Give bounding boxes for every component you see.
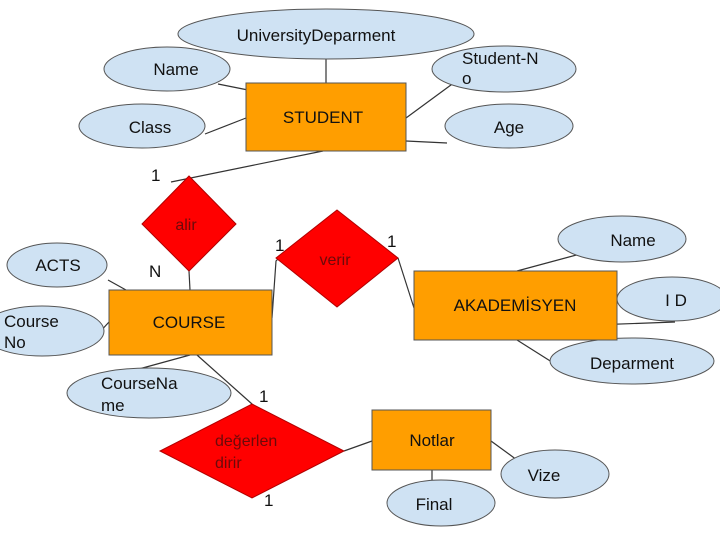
cardinality-alir-student: 1 <box>151 166 160 185</box>
edge-course-verir <box>271 258 279 319</box>
edge-akademisyen-name <box>516 253 581 272</box>
relationship-degerlendirir[interactable]: değerlen dirir <box>158 403 346 499</box>
attribute-label: Name <box>610 231 655 250</box>
attribute-university-department[interactable]: UniversityDeparment <box>177 8 475 60</box>
attribute-student-age[interactable]: Age <box>444 103 574 149</box>
attribute-label: Class <box>129 118 172 137</box>
attribute-label: Name <box>153 60 198 79</box>
cardinalities: 1 N 1 1 1 1 <box>149 166 396 510</box>
relationship-label: değerlen <box>215 433 277 450</box>
relationship-alir[interactable]: alir <box>141 175 237 272</box>
entity-shape <box>108 289 273 356</box>
attribute-course-name[interactable]: CourseNa me <box>66 367 232 419</box>
attribute-shape <box>0 305 105 357</box>
relationship-shape <box>275 209 399 308</box>
entity-course[interactable]: COURSE <box>108 289 273 356</box>
attribute-shape <box>386 479 496 527</box>
relationship-label-line-2: dirir <box>215 455 242 472</box>
attribute-student-no[interactable]: Student-N o <box>431 45 577 93</box>
edge-student-age <box>405 140 448 144</box>
entity-label: AKADEMİSYEN <box>454 296 577 315</box>
attribute-akademisyen-department[interactable]: Deparment <box>549 337 715 385</box>
attribute-label-line-2: o <box>462 69 471 88</box>
attribute-label: Age <box>494 118 524 137</box>
relationship-shape <box>141 175 237 272</box>
attribute-shape <box>6 242 108 288</box>
edge-degerlendirir-notlar <box>343 440 373 452</box>
cardinality-verir-course: 1 <box>275 236 284 255</box>
attribute-shape <box>103 46 231 92</box>
edge-course-acts <box>107 279 127 291</box>
edge-student-alir <box>170 150 324 183</box>
edge-akademisyen-department <box>516 339 556 365</box>
edge-student-class <box>204 117 247 135</box>
relationship-label: verir <box>319 252 351 269</box>
connectors <box>85 50 676 481</box>
edge-course-degerlendirir <box>196 354 253 405</box>
attribute-vize[interactable]: Vize <box>500 449 610 499</box>
attribute-label-line-2: me <box>101 396 125 415</box>
entity-shape <box>245 82 407 152</box>
attribute-shape <box>431 45 577 93</box>
relationship-verir[interactable]: verir <box>275 209 399 308</box>
entity-label: COURSE <box>153 313 226 332</box>
cardinality-alir-course: N <box>149 262 161 281</box>
attribute-shape <box>78 103 206 149</box>
entity-shape <box>413 270 618 341</box>
attribute-student-name[interactable]: Name <box>103 46 231 92</box>
cardinality-verir-akademisyen: 1 <box>387 232 396 251</box>
edge-verir-akademisyen <box>397 257 415 309</box>
attribute-shape <box>177 8 475 60</box>
edge-notlar-vize <box>490 440 518 461</box>
attribute-label: I D <box>665 291 687 310</box>
attribute-label: Final <box>416 495 453 514</box>
attribute-label: UniversityDeparment <box>237 26 396 45</box>
attribute-shape <box>557 215 687 263</box>
edge-alir-course <box>188 270 191 291</box>
attribute-shape <box>549 337 715 385</box>
attribute-label: Deparment <box>590 354 674 373</box>
edge-student-name <box>217 83 249 91</box>
relationship-label: alir <box>175 217 197 234</box>
cardinality-degerlendirir-notlar: 1 <box>264 491 273 510</box>
relationship-shape <box>158 403 346 499</box>
attribute-label-line-2: No <box>4 333 26 352</box>
attribute-shape <box>444 103 574 149</box>
attribute-label: Student-N <box>462 49 539 68</box>
attribute-label: CourseNa <box>101 374 178 393</box>
attribute-course-no[interactable]: Course No <box>0 305 105 357</box>
attribute-student-class[interactable]: Class <box>78 103 206 149</box>
entity-student[interactable]: STUDENT <box>245 82 407 152</box>
attribute-akademisyen-name[interactable]: Name <box>557 215 687 263</box>
edge-student-studentno <box>405 81 456 119</box>
entity-label: STUDENT <box>283 108 363 127</box>
attribute-shape <box>66 367 232 419</box>
attribute-label: Course <box>4 312 59 331</box>
attribute-final[interactable]: Final <box>386 479 496 527</box>
attribute-akademisyen-id[interactable]: I D <box>616 276 720 322</box>
attribute-label: ACTS <box>35 256 80 275</box>
entity-label: Notlar <box>409 431 455 450</box>
attribute-shape <box>500 449 610 499</box>
entity-shape <box>371 409 492 471</box>
entity-notlar[interactable]: Notlar <box>371 409 492 471</box>
cardinality-degerlendirir-course: 1 <box>259 387 268 406</box>
attribute-acts[interactable]: ACTS <box>6 242 108 288</box>
entity-akademisyen[interactable]: AKADEMİSYEN <box>413 270 618 341</box>
attribute-label: Vize <box>528 466 561 485</box>
